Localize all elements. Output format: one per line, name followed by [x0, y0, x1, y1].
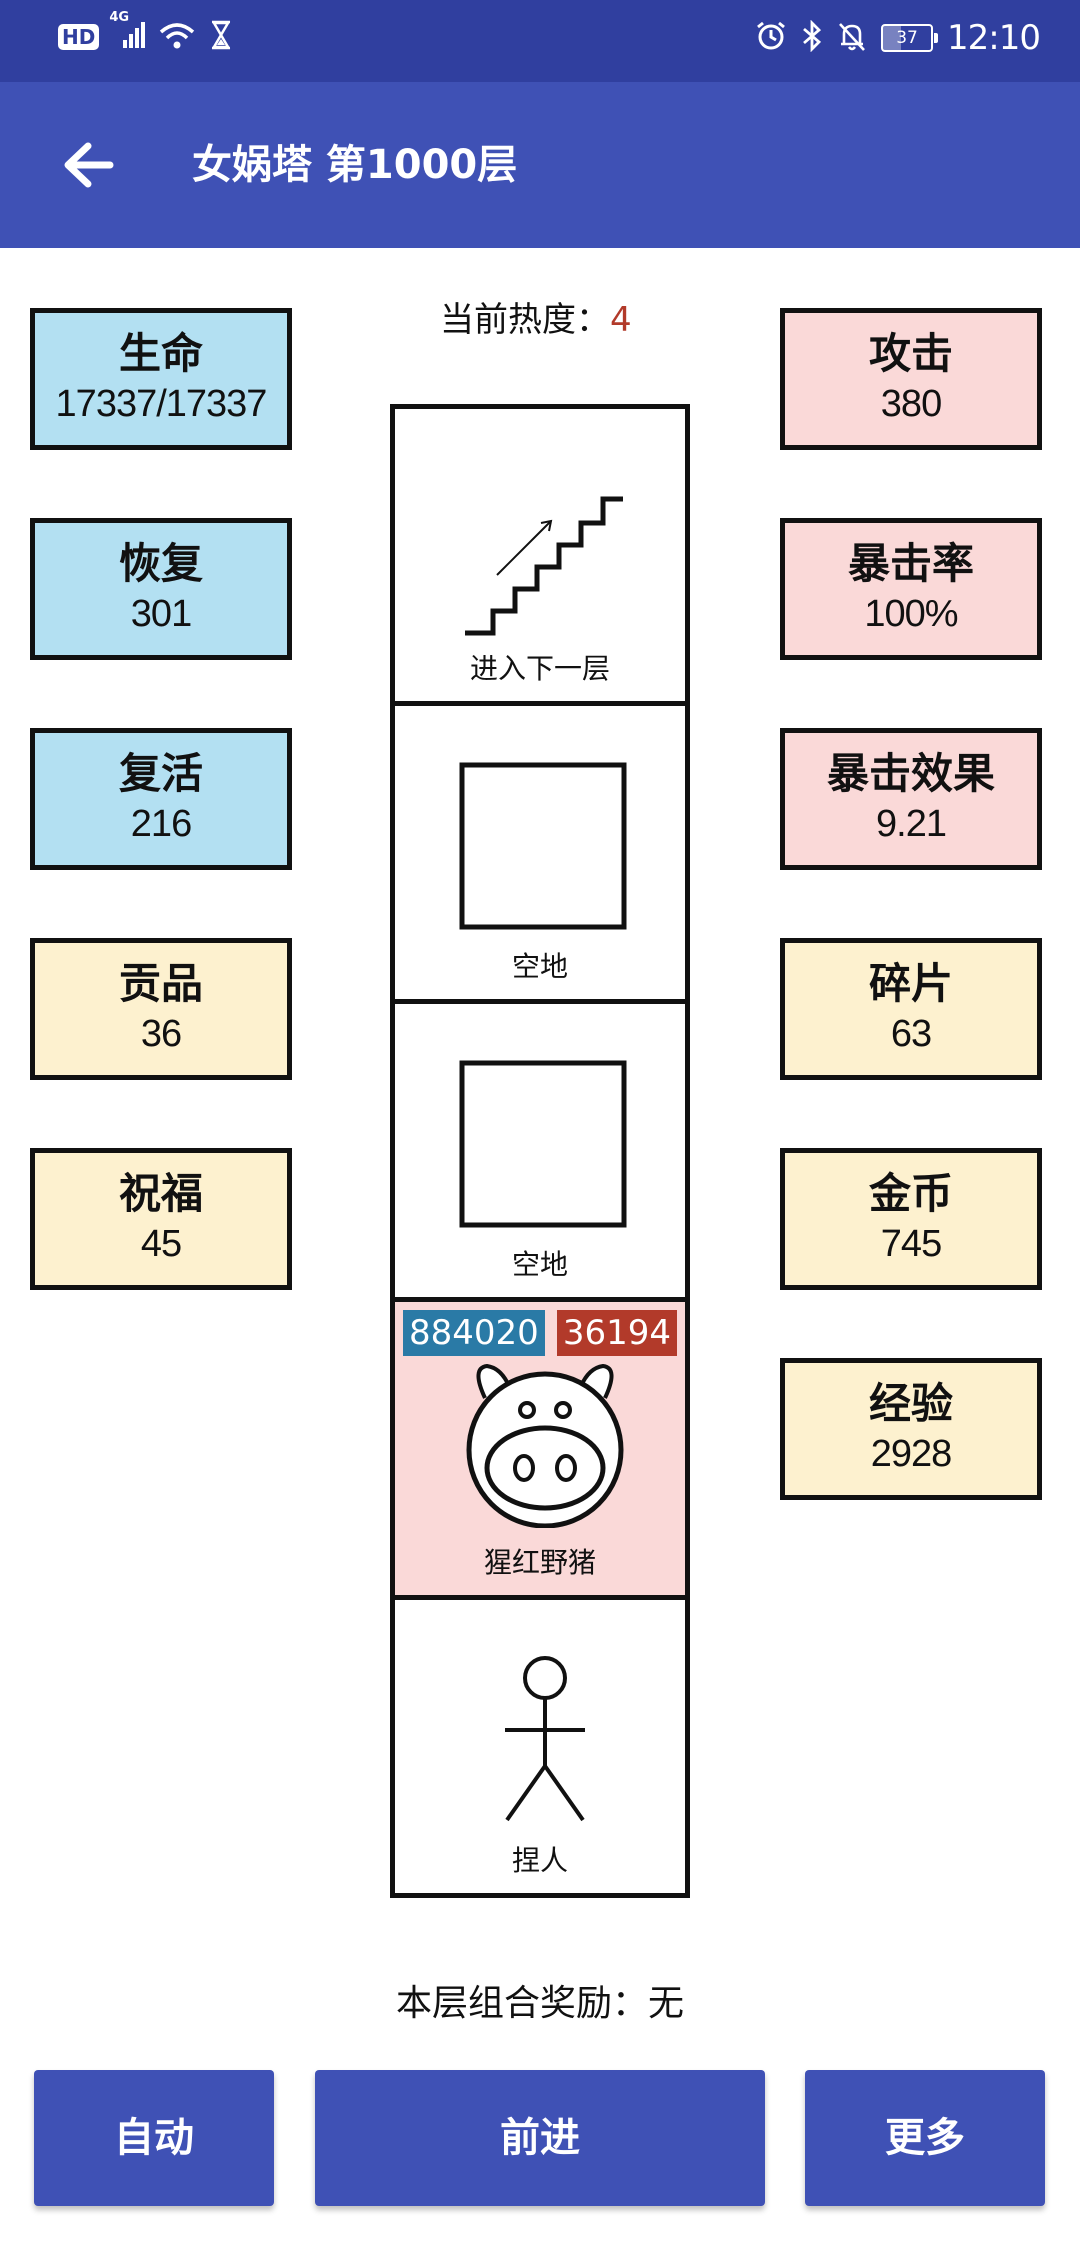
tower-cell-empty[interactable]: 空地 — [390, 706, 690, 1004]
cell-caption: 进入下一层 — [469, 652, 610, 685]
network-label: 4G — [109, 10, 130, 25]
stat-value: 301 — [130, 593, 192, 635]
stat-label: 攻击 — [868, 329, 953, 378]
cell-caption: 空地 — [511, 950, 568, 983]
stat-label: 暴击率 — [847, 539, 974, 588]
alarm-icon — [755, 20, 787, 56]
stat-label: 贡品 — [118, 959, 203, 1008]
stat-card-blessing: 祝福 45 — [30, 1148, 292, 1290]
stat-card-exp: 经验 2928 — [780, 1358, 1042, 1500]
stat-value: 36 — [140, 1013, 182, 1055]
stat-value: 100% — [864, 593, 958, 635]
stat-value: 745 — [880, 1223, 942, 1265]
status-left: HD 4G — [58, 10, 233, 54]
arrow-left-icon — [64, 142, 114, 188]
stat-value: 17337/17337 — [55, 383, 268, 425]
wifi-icon — [157, 20, 197, 54]
cell-caption: 猩红野猪 — [483, 1546, 596, 1579]
stat-card-recover: 恢复 301 — [30, 518, 292, 660]
stairs-icon — [465, 496, 623, 636]
tower-column: 进入下一层 空地 空地 884020 36194 猩红野猪 — [390, 404, 690, 1898]
hd-badge: HD — [58, 24, 100, 50]
hourglass-icon — [209, 20, 233, 54]
pig-icon — [466, 1363, 624, 1528]
battery-level: 37 — [896, 28, 918, 48]
stat-label: 经验 — [868, 1379, 953, 1428]
combo-reward: 本层组合奖励：无 — [395, 1983, 684, 2024]
stat-label: 碎片 — [868, 959, 953, 1008]
status-bar: HD 4G — [0, 0, 1080, 82]
stat-value: 2928 — [870, 1433, 953, 1475]
stat-label: 暴击效果 — [826, 749, 995, 798]
empty-square-icon — [459, 1060, 627, 1228]
stat-label: 复活 — [118, 749, 203, 798]
cell-caption: 空地 — [511, 1248, 568, 1281]
enemy-attack-badge: 36194 — [556, 1310, 677, 1356]
stat-card-gold: 金币 745 — [780, 1148, 1042, 1290]
auto-button[interactable]: 自动 — [34, 2070, 274, 2206]
bluetooth-icon — [801, 19, 823, 56]
stat-card-attack: 攻击 380 — [780, 308, 1042, 450]
tower-cell-enemy[interactable]: 884020 36194 猩红野猪 — [390, 1302, 690, 1600]
stat-label: 金币 — [868, 1169, 953, 1218]
heat-indicator: 当前热度：4 — [440, 292, 632, 341]
empty-square-icon — [459, 762, 627, 930]
stat-card-life: 生命 17337/17337 — [30, 308, 292, 450]
stat-card-crit-effect: 暴击效果 9.21 — [780, 728, 1042, 870]
stat-value: 380 — [880, 383, 942, 425]
forward-button[interactable]: 前进 — [315, 2070, 765, 2206]
cell-caption: 捏人 — [511, 1844, 568, 1877]
stat-card-revive: 复活 216 — [30, 728, 292, 870]
more-button[interactable]: 更多 — [805, 2070, 1045, 2206]
battery-icon: 37 — [881, 24, 939, 52]
signal-icon: 4G — [109, 10, 146, 54]
stat-value: 216 — [130, 803, 192, 845]
clock: 12:10 — [947, 18, 1041, 58]
app-bar: 女娲塔 第1000层 — [0, 82, 1080, 248]
stat-label: 恢复 — [118, 539, 203, 588]
stat-card-offering: 贡品 36 — [30, 938, 292, 1080]
stat-value: 63 — [890, 1013, 932, 1055]
stat-value: 9.21 — [876, 803, 947, 845]
heat-value: 4 — [610, 300, 632, 340]
enemy-hp-badge: 884020 — [403, 1310, 545, 1356]
mute-icon — [837, 20, 867, 56]
stick-figure-icon — [505, 1656, 585, 1822]
tower-cell-player[interactable]: 捏人 — [390, 1600, 690, 1898]
back-button[interactable] — [56, 132, 126, 198]
status-right: 37 12:10 — [755, 18, 1041, 58]
stat-label: 生命 — [118, 329, 203, 378]
tower-cell-empty[interactable]: 空地 — [390, 1004, 690, 1302]
stat-value: 45 — [140, 1223, 182, 1265]
heat-label: 当前热度： — [440, 300, 610, 340]
stat-card-crit-rate: 暴击率 100% — [780, 518, 1042, 660]
tower-cell-stairs[interactable]: 进入下一层 — [390, 404, 690, 706]
stat-card-fragments: 碎片 63 — [780, 938, 1042, 1080]
stat-label: 祝福 — [118, 1169, 203, 1218]
page-title: 女娲塔 第1000层 — [192, 142, 518, 188]
